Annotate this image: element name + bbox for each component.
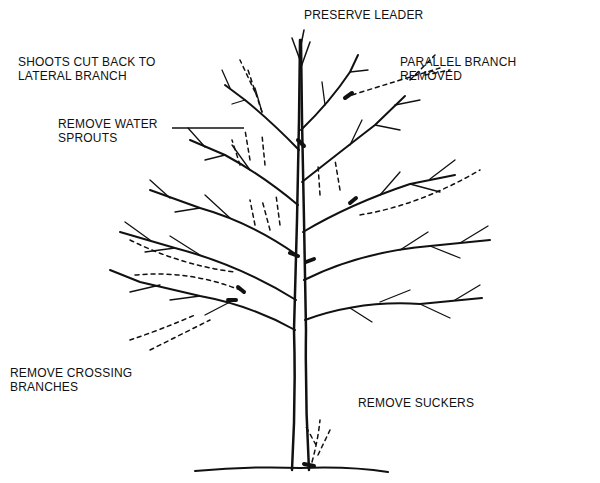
pruning-note: REMOVE WATER SPROUTS — [58, 117, 168, 145]
leader-note: PRESERVE LEADER — [304, 8, 424, 22]
pruning-note: PARALLEL BRANCH REMOVED — [400, 55, 550, 83]
pruning-note: REMOVE SUCKERS — [358, 396, 474, 410]
pruning-note: REMOVE CROSSING BRANCHES — [10, 366, 140, 394]
pruning-note: SHOOTS CUT BACK TO LATERAL BRANCH — [18, 55, 178, 83]
